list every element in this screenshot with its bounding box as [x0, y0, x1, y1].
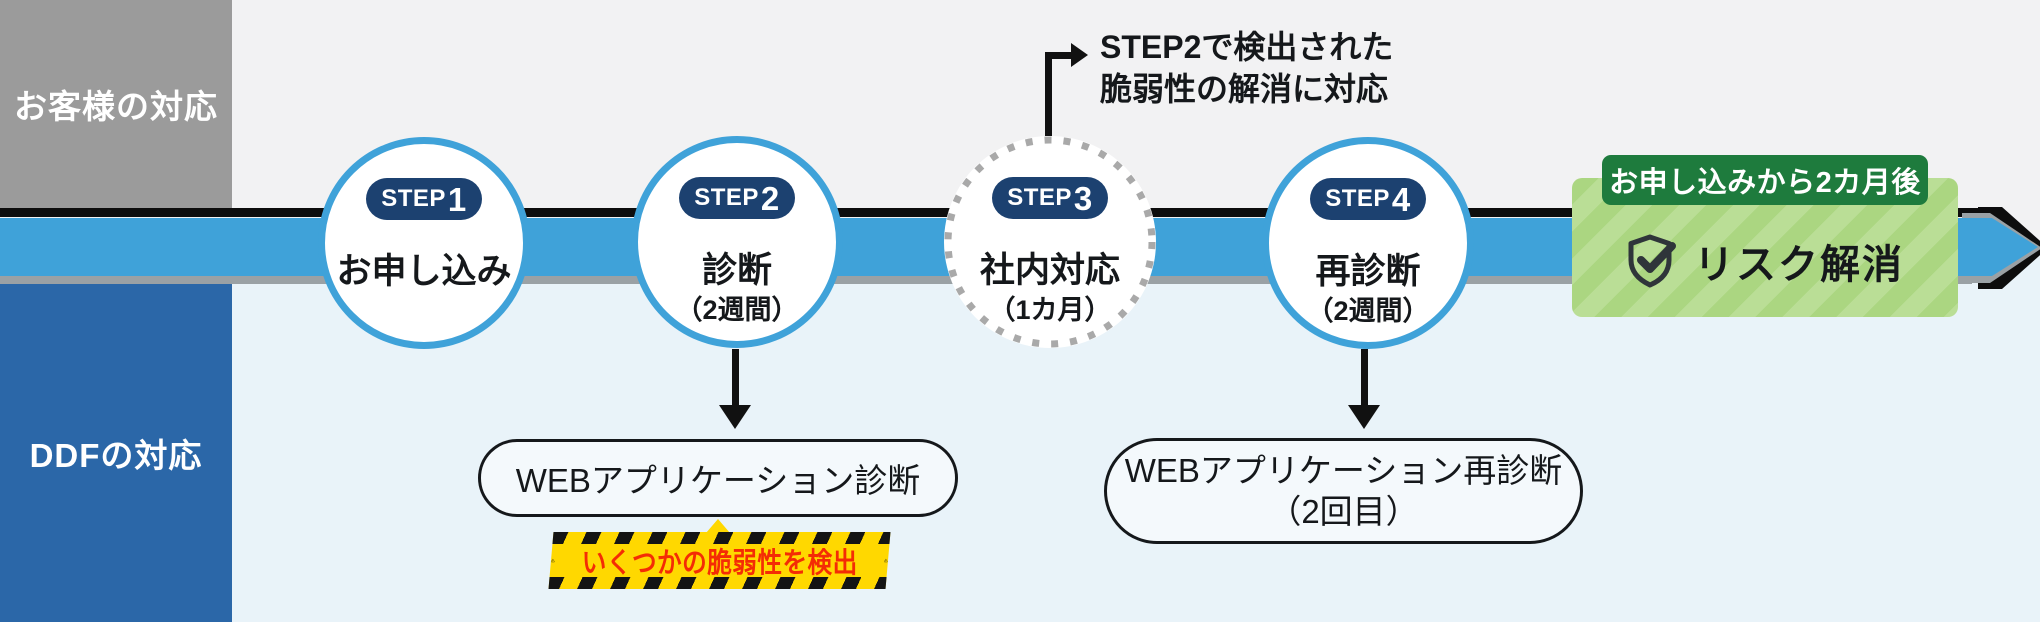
annotation-line1: STEP2で検出された: [1100, 29, 1394, 65]
annotation-text: STEP2で検出された 脆弱性の解消に対応: [1100, 26, 1393, 110]
step1-badge-number: 1: [447, 180, 467, 218]
web-app-rediagnosis-label: WEBアプリケーション再診断: [1124, 452, 1563, 489]
step4-badge-prefix: STEP: [1325, 185, 1390, 212]
step3-badge-prefix: STEP: [1007, 184, 1072, 211]
web-app-diagnosis-label: WEBアプリケーション診断: [515, 462, 921, 499]
step1-title: お申し込み: [336, 252, 512, 291]
warning-icon: [551, 558, 555, 563]
annotation-arrow-vertical: [1045, 52, 1052, 136]
goal-timing-badge: お申し込みから2カ月後: [1602, 155, 1928, 205]
step4-down-arrow-line: [1361, 349, 1368, 409]
lane-customer-label: お客様の対応: [14, 88, 218, 125]
web-app-rediagnosis-sublabel: （2回目）: [1268, 493, 1419, 530]
alert-pointer: [706, 519, 730, 533]
lane-customer: お客様の対応: [0, 0, 232, 208]
alert-text: いくつかの脆弱性を検出: [581, 546, 858, 578]
annotation-line2: 脆弱性の解消に対応: [1100, 71, 1389, 107]
lane-ddf-label: DDFの対応: [29, 437, 203, 474]
step2-badge-prefix: STEP: [694, 184, 759, 211]
step4-title: 再診断: [1315, 252, 1421, 291]
step3-subtitle: （1カ月）: [988, 295, 1112, 325]
step2-down-arrow-line: [732, 349, 739, 409]
bent-arrow-icon: [1071, 43, 1088, 67]
arrow-down-icon: [1348, 405, 1380, 429]
step3-badge-number: 3: [1073, 179, 1093, 217]
lane-ddf: DDFの対応: [0, 284, 232, 622]
goal-panel: お申し込みから2カ月後 リスク解消: [1572, 155, 1958, 317]
goal-label: リスク解消: [1694, 243, 1904, 287]
arrow-down-icon: [719, 405, 751, 429]
step4-subtitle: （2週間）: [1306, 296, 1430, 326]
shield-check-icon: [1628, 234, 1676, 288]
warning-icon: [884, 558, 888, 563]
web-app-rediagnosis-box: WEBアプリケーション再診断 （2回目）: [1104, 438, 1583, 544]
alert-content: いくつかの脆弱性を検出: [551, 544, 888, 578]
web-app-diagnosis-box: WEBアプリケーション診断: [478, 439, 958, 517]
goal-body: リスク解消: [1572, 205, 1958, 317]
annotation-arrow-horizontal: [1045, 52, 1071, 59]
step2-title: 診断: [701, 251, 772, 290]
step3-dotted-ring: [944, 136, 1156, 348]
step3-title: 社内対応: [979, 251, 1120, 290]
step2-badge-number: 2: [760, 179, 780, 217]
step1-badge-prefix: STEP: [381, 185, 446, 212]
step4-badge-number: 4: [1391, 180, 1411, 218]
vulnerability-alert-banner: いくつかの脆弱性を検出: [548, 532, 891, 589]
step2-subtitle: （2週間）: [675, 295, 799, 325]
